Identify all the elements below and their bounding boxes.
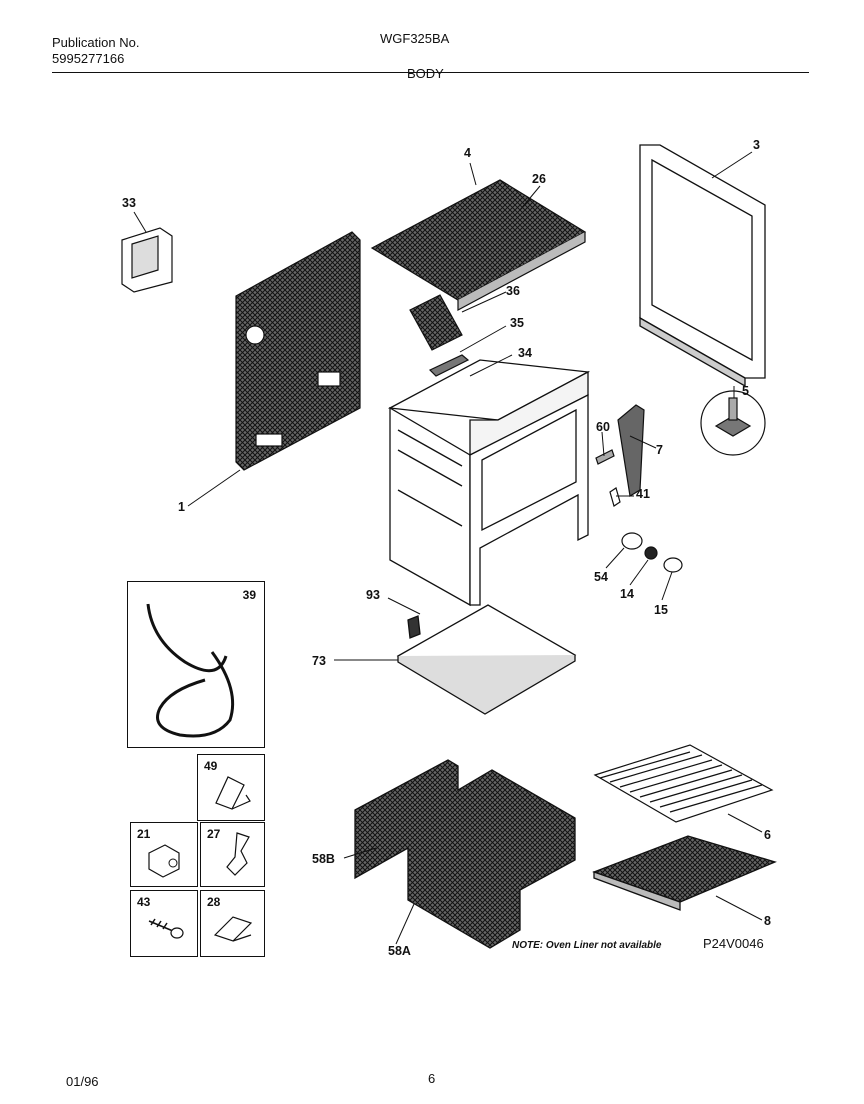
label-4: 4 <box>464 146 471 160</box>
box-27-label: 27 <box>207 827 221 841</box>
label-35: 35 <box>510 316 524 330</box>
publication-number: 5995277166 <box>52 51 125 66</box>
label-36: 36 <box>506 284 520 298</box>
box-43-label: 43 <box>137 895 151 909</box>
label-58a: 58A <box>388 944 411 958</box>
label-73: 73 <box>312 654 326 668</box>
part-1-back-panel <box>235 231 361 471</box>
part-6-oven-rack <box>593 744 774 823</box>
box-39-label: 39 <box>242 588 256 602</box>
box-43: 43 <box>130 890 198 957</box>
part-4-cooktop-top <box>370 179 587 312</box>
oven-liner-note: NOTE: Oven Liner not available <box>512 940 662 951</box>
label-60: 60 <box>596 420 610 434</box>
part-54-14-15-lamp <box>621 532 683 573</box>
label-26: 26 <box>532 172 546 186</box>
label-15: 15 <box>654 603 668 617</box>
part-7-hinge <box>595 404 645 497</box>
part-49-icon <box>215 776 251 810</box>
box-49-label: 49 <box>204 759 218 773</box>
part-43-screw-icon <box>148 918 184 939</box>
part-28-icon <box>213 916 253 942</box>
part-58-oven-liner <box>354 759 576 949</box>
part-8-broiler-pan <box>592 835 777 911</box>
part-33-bracket <box>121 227 173 293</box>
box-21: 21 <box>130 822 198 887</box>
header-rule <box>52 72 809 73</box>
label-41: 41 <box>636 487 650 501</box>
part-3-door-frame <box>639 144 766 388</box>
part-21-icon <box>148 844 180 878</box>
part-41-clip <box>609 487 621 507</box>
part-35-trim <box>428 354 470 377</box>
box-28: 28 <box>200 890 265 957</box>
label-1: 1 <box>178 500 185 514</box>
label-3: 3 <box>753 138 760 152</box>
label-14: 14 <box>620 587 634 601</box>
leader-lines <box>133 151 763 945</box>
box-27: 27 <box>200 822 265 887</box>
label-5: 5 <box>742 384 749 398</box>
label-34: 34 <box>518 346 532 360</box>
section-title: BODY <box>407 66 444 81</box>
box-39: 39 <box>127 581 265 748</box>
box-21-label: 21 <box>137 827 151 841</box>
footer-page: 6 <box>428 1071 436 1086</box>
label-6: 6 <box>764 828 771 842</box>
footer-date: 01/96 <box>66 1074 99 1089</box>
label-58b: 58B <box>312 852 335 866</box>
label-8: 8 <box>764 914 771 928</box>
part-5-leveling-leg <box>700 390 766 456</box>
label-33: 33 <box>122 196 136 210</box>
part-73-bottom-pan <box>396 604 577 715</box>
part-36-duct <box>409 294 463 351</box>
label-54: 54 <box>594 570 608 584</box>
oven-body-frame <box>387 359 591 607</box>
publication-label: Publication No. <box>52 35 140 50</box>
box-49: 49 <box>197 754 265 821</box>
model-number: WGF325BA <box>380 31 450 46</box>
label-93: 93 <box>366 588 380 602</box>
part-27-icon <box>226 832 250 876</box>
box-28-label: 28 <box>207 895 221 909</box>
label-7: 7 <box>656 443 663 457</box>
part-39-power-cord <box>146 603 235 738</box>
diagram-code: P24V0046 <box>703 936 764 951</box>
